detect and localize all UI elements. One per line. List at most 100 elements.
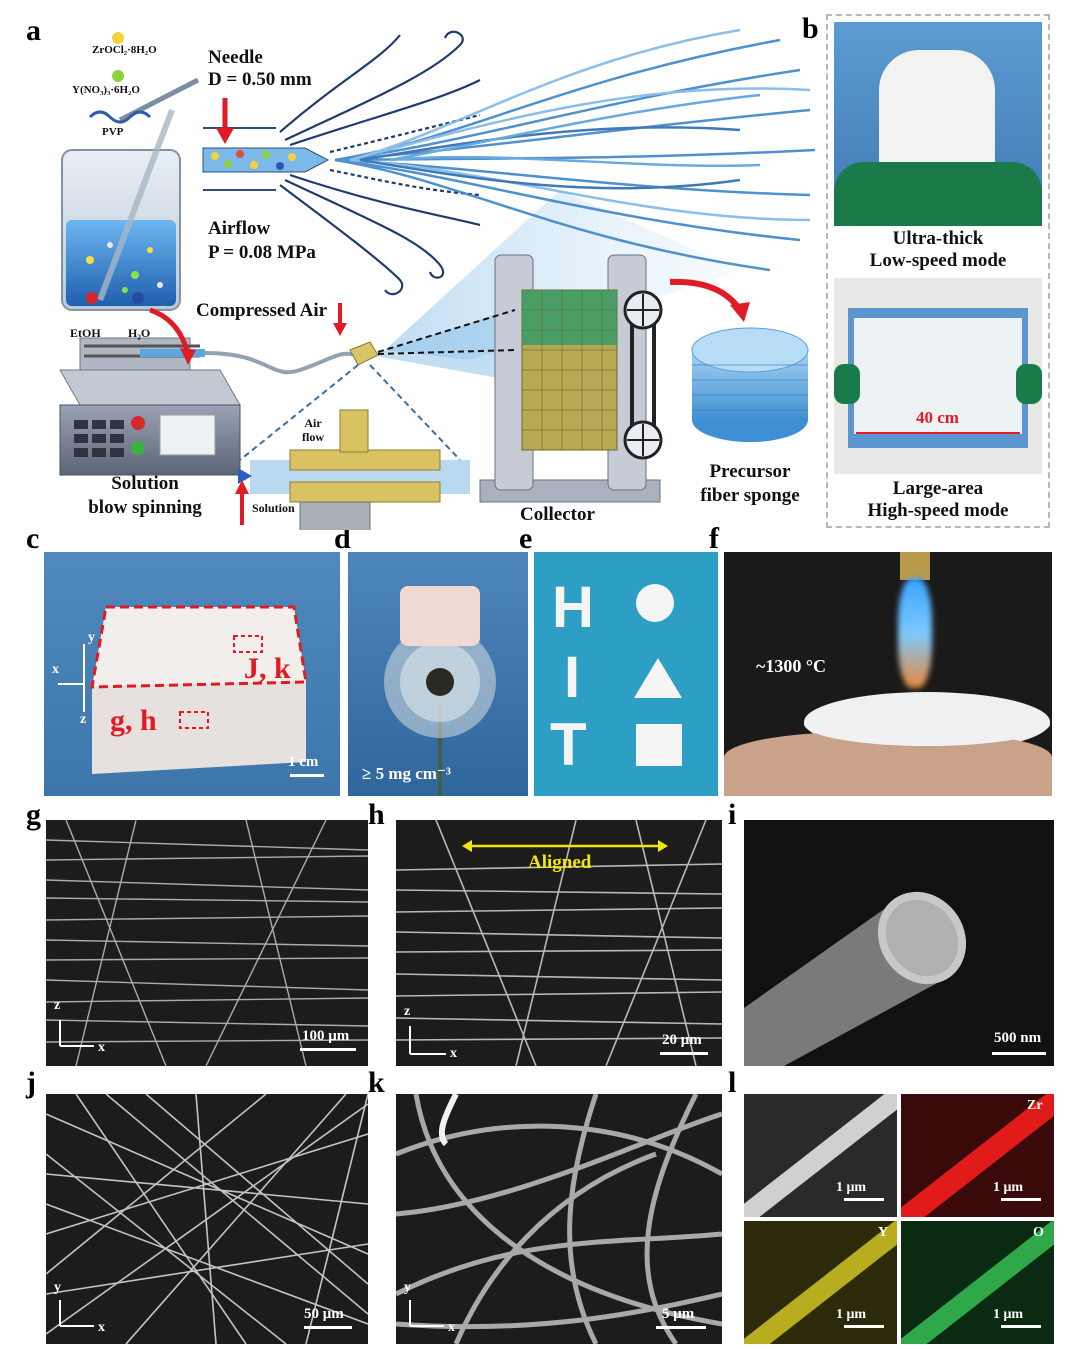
j-axis-y: y: [54, 1280, 61, 1295]
nozzle-detail: [235, 409, 470, 530]
etoh-label: EtOH: [70, 326, 101, 340]
panel-label-d: d: [334, 522, 351, 555]
j-scale-label: 50 μm: [304, 1306, 344, 1322]
panel-label-c: c: [26, 522, 40, 555]
solution-small-label: Solution: [252, 501, 295, 515]
panel-label-g: g: [26, 798, 41, 831]
l-zr-label: Zr: [1027, 1098, 1043, 1113]
right-glove: [1016, 364, 1042, 404]
region-gh-label: g, h: [110, 704, 157, 737]
l-o-label: O: [1033, 1225, 1044, 1240]
panel-label-e: e: [519, 522, 533, 555]
shape-square: [636, 724, 682, 766]
precursor-sponge: [691, 327, 809, 442]
panel-b-bottom-caption-line1: Large-area: [892, 478, 984, 499]
air-flow-line2: flow: [302, 430, 324, 444]
panel-k-fibers: [396, 1094, 722, 1344]
compressed-air-label: Compressed Air: [196, 300, 328, 321]
pvp-chain-icon: [88, 110, 152, 124]
l-y-map: Y 1 μm: [744, 1221, 897, 1344]
spray-jet: [370, 310, 510, 380]
needle-body: [202, 147, 330, 173]
l-sem-scalebar: [844, 1198, 884, 1201]
panel-label-b: b: [802, 12, 819, 45]
shape-letter-t: T: [550, 711, 587, 778]
panel-label-i: i: [728, 798, 737, 831]
needle-particles: [211, 150, 296, 170]
panel-j-sem: y x 50 μm: [46, 1094, 368, 1344]
panel-b-top-caption-line1: Ultra-thick: [892, 228, 984, 249]
k-axis-y: y: [404, 1280, 411, 1295]
l-zr-scale-label: 1 μm: [993, 1180, 1024, 1195]
axis-z-label: z: [80, 712, 87, 727]
nozzle-small: [349, 341, 379, 366]
needle-label-line1: Needle: [208, 47, 263, 68]
l-y-scale-label: 1 μm: [836, 1307, 867, 1322]
panel-h-sem: Aligned z x 20 μm: [396, 820, 722, 1066]
panel-l-grid: 1 μm Zr 1 μm Y 1 μm O 1 μm: [744, 1094, 1054, 1344]
panel-b-top-caption-line2: Low-speed mode: [869, 250, 1007, 271]
airflow-label: Airflow P = 0.08 MPa: [208, 217, 316, 265]
l-o-scale-label: 1 μm: [993, 1307, 1024, 1322]
collector-device: [479, 254, 663, 503]
scale-1cm-label: 1 cm: [288, 754, 319, 770]
shape-circle: [636, 584, 674, 622]
shape-letter-i: I: [564, 645, 581, 710]
torch-nozzle: [900, 552, 930, 580]
panel-b-bottom-caption-line2: High-speed mode: [867, 500, 1009, 521]
g-scale-label: 100 μm: [302, 1028, 350, 1044]
k-scale-label: 5 μm: [662, 1306, 695, 1322]
supply-tube: [204, 351, 356, 375]
airflow-lines: [279, 30, 481, 296]
needle-label-line2: D = 0.50 mm: [208, 69, 312, 90]
panel-g-fibers: [46, 820, 368, 1066]
panel-i-fiber: [744, 891, 1046, 1066]
shape-triangle: [634, 658, 682, 698]
panel-e-photo: H I T: [534, 552, 718, 796]
air-flow-small-label: Air flow: [302, 416, 324, 444]
large-sponge-sheet: [854, 318, 1022, 434]
l-o-map: O 1 μm: [901, 1221, 1054, 1344]
h2o-label: H₂O: [128, 326, 151, 340]
precursor-label: Precursor fiber sponge: [690, 460, 810, 508]
panel-b-bottom-photo: 40 cm: [834, 278, 1042, 474]
chem-yno3-label: Y(NO₃)₃·6H₂O: [72, 84, 140, 96]
panel-b-top-caption: Ultra-thick Low-speed mode: [828, 228, 1048, 272]
panel-g-sem: z x 100 μm: [46, 820, 368, 1066]
l-y-label: Y: [878, 1225, 889, 1240]
panel-j-fibers: [46, 1094, 368, 1344]
panel-label-k: k: [368, 1066, 385, 1099]
needle-label: Needle D = 0.50 mm: [208, 47, 312, 91]
solution-blow-spinning-label: Solution blow spinning: [70, 472, 220, 520]
panel-k-sem: y x 5 μm: [396, 1094, 722, 1344]
flow-arrow-beaker: [149, 307, 191, 356]
panel-b-bottom-caption: Large-area High-speed mode: [828, 478, 1048, 522]
panel-h-fibers: [396, 820, 722, 1066]
axis-x-label: x: [52, 662, 59, 677]
panel-label-h: h: [368, 798, 385, 831]
panel-label-l: l: [728, 1066, 737, 1099]
chem-pvp-label: PVP: [102, 126, 124, 138]
beaker: [61, 77, 200, 311]
chem-zrocl2-label: ZrOCl₂·8H₂O: [92, 44, 157, 56]
panel-d-drawing: [384, 586, 496, 796]
precursor-line1: Precursor: [709, 461, 791, 482]
region-jk-label: J, k: [244, 652, 291, 685]
solution-line2: blow spinning: [88, 497, 202, 518]
spray-cone: [385, 190, 740, 360]
green-glove-shape: [834, 162, 1042, 226]
h-scale-label: 20 μm: [662, 1032, 702, 1048]
l-y-scalebar: [844, 1325, 884, 1328]
etoh-molecule-icon: [86, 292, 98, 304]
h-axis-x: x: [450, 1046, 457, 1061]
l-sem-scale-label: 1 μm: [836, 1180, 867, 1195]
panel-c-drawing: [58, 605, 324, 777]
panel-i-sem: 500 nm: [744, 820, 1054, 1066]
width-measure-label: 40 cm: [916, 408, 959, 427]
thick-sponge-shape: [879, 50, 995, 170]
i-scale-label: 500 nm: [994, 1030, 1042, 1046]
h2o-molecule-icon: [132, 292, 144, 304]
l-o-scalebar: [1001, 1325, 1041, 1328]
k-axis-x: x: [448, 1320, 455, 1335]
g-axis-z: z: [54, 998, 61, 1013]
